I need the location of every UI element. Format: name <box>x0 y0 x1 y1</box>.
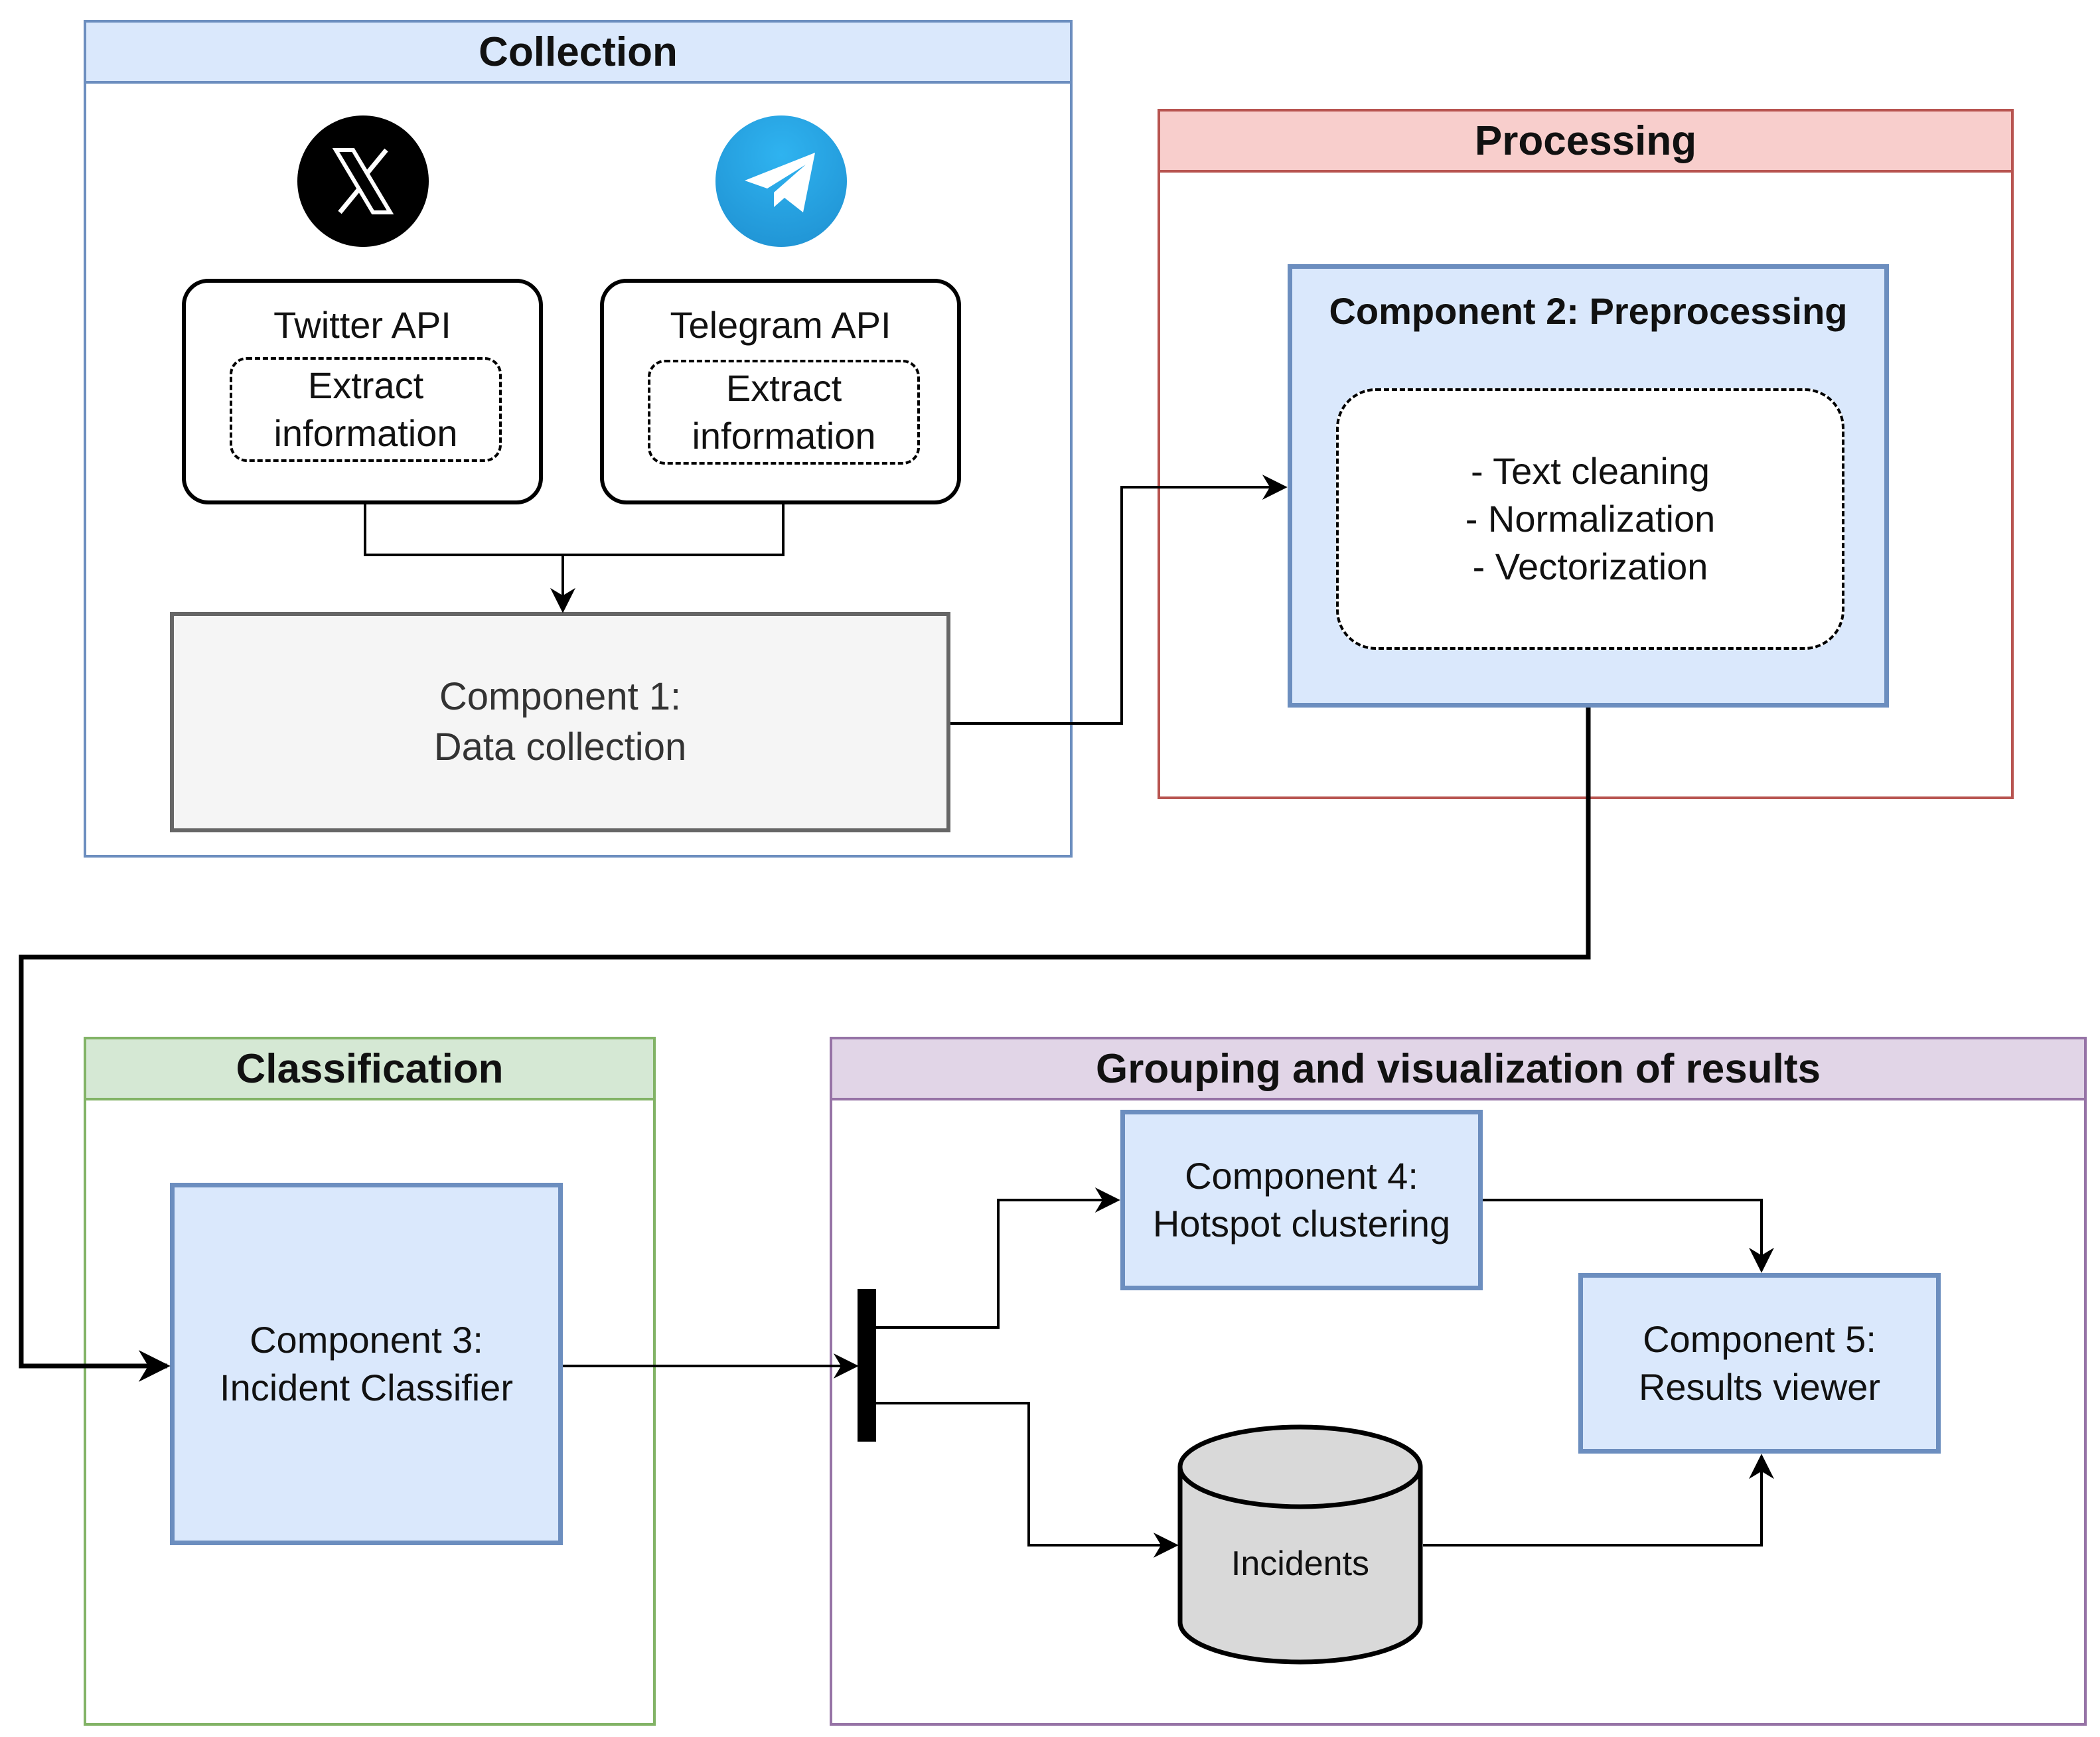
grouping-panel-title: Grouping and visualization of results <box>832 1039 2084 1100</box>
x-logo-icon <box>297 115 429 247</box>
twitter-extract-info: Extract information <box>230 357 502 462</box>
component3-incident-classifier: Component 3: Incident Classifier <box>170 1183 563 1545</box>
twitter-api-box: Twitter API Extract information <box>182 279 543 504</box>
fork-bar <box>858 1289 876 1442</box>
telegram-logo-icon <box>715 115 847 247</box>
classification-panel-title: Classification <box>86 1039 653 1100</box>
component4-hotspot-clustering: Component 4: Hotspot clustering <box>1120 1110 1483 1290</box>
step-normalization: - Normalization <box>1465 498 1716 540</box>
step-text-cleaning: - Text cleaning <box>1470 450 1710 492</box>
collection-panel-title: Collection <box>86 23 1070 84</box>
preprocessing-steps: - Text cleaning - Normalization - Vector… <box>1336 388 1844 650</box>
processing-panel-title: Processing <box>1160 112 2011 173</box>
twitter-api-label: Twitter API <box>273 303 451 346</box>
incidents-database-icon: Incidents <box>1177 1424 1423 1666</box>
telegram-api-box: Telegram API Extract information <box>600 279 961 504</box>
telegram-extract-info: Extract information <box>648 360 920 465</box>
collection-panel: Collection <box>84 20 1073 858</box>
step-vectorization: - Vectorization <box>1472 546 1708 587</box>
component2-preprocessing: Component 2: Preprocessing - Text cleani… <box>1288 264 1889 708</box>
telegram-api-label: Telegram API <box>670 303 891 346</box>
incidents-label: Incidents <box>1231 1545 1370 1583</box>
component2-title: Component 2: Preprocessing <box>1329 289 1848 332</box>
component5-results-viewer: Component 5: Results viewer <box>1578 1273 1941 1454</box>
component1-data-collection: Component 1: Data collection <box>170 612 950 832</box>
